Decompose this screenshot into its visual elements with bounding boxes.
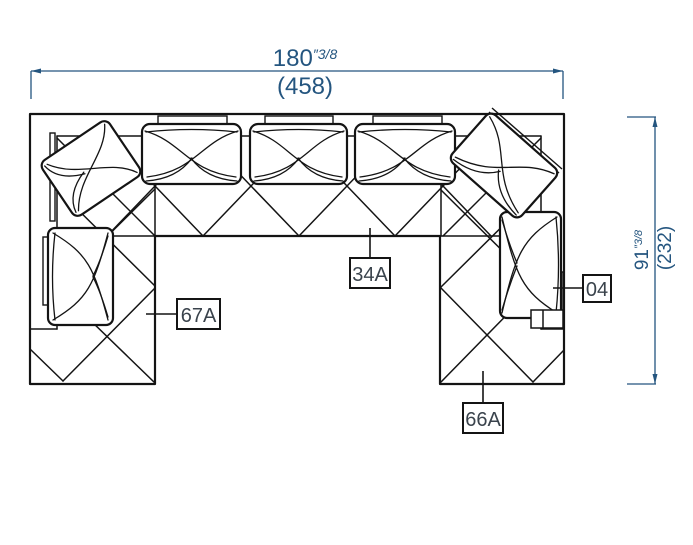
back-cushion-1: [140, 122, 243, 186]
width-metric-label: (458): [277, 73, 333, 100]
label-34a-text: 34A: [352, 264, 388, 286]
right-arm-cushion: [498, 210, 563, 320]
height-inches-label: 91″3/8: [632, 229, 653, 270]
height-metric-label: (232): [655, 226, 676, 270]
left-corner-pillow: [40, 120, 142, 217]
label-67a-box: [176, 298, 221, 330]
part-labels: 34A 67A 04 66A: [146, 228, 612, 434]
right-corner-pillow: [449, 112, 559, 219]
label-04-box: [582, 274, 612, 303]
label-66a-box: [462, 402, 504, 434]
width-inches-label: 180″3/8: [273, 45, 338, 72]
dimension-width-arrows: [31, 68, 563, 74]
label-34a-box: [349, 257, 391, 289]
dimension-width: [30, 70, 564, 99]
dimension-height: [627, 116, 656, 385]
label-04-text: 04: [586, 279, 608, 301]
dimension-height-arrows: [652, 117, 658, 384]
dimension-texts: 180″3/8 (458) 91″3/8 (232): [273, 45, 676, 270]
back-cushion-3: [353, 122, 457, 186]
right-arm-front-rects: [530, 309, 564, 329]
back-cushion-2: [248, 122, 349, 186]
label-67a-text: 67A: [181, 305, 217, 327]
corner-pillows: [40, 112, 559, 219]
label-66a-text: 66A: [465, 409, 501, 431]
back-cushions: [140, 122, 457, 186]
arm-cushions: [46, 210, 563, 327]
left-arm-cushion: [46, 226, 115, 327]
